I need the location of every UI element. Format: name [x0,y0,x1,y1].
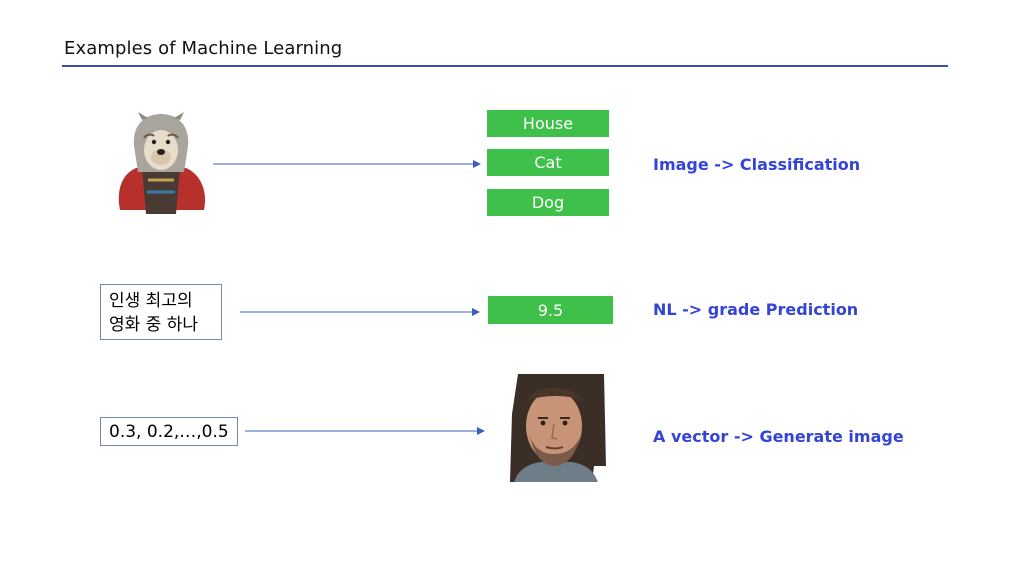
label-house: House [487,110,609,137]
review-text-box: 인생 최고의 영화 중 하나 [100,284,222,340]
caption-grade: NL -> grade Prediction [653,300,859,319]
review-line-2: 영화 중 하나 [109,315,199,335]
caption-generation: A vector -> Generate image [653,427,904,446]
grade-output: 9.5 [488,296,613,324]
title-underline [62,65,948,67]
review-line-1: 인생 최고의 [109,291,193,311]
face-photo-icon [508,374,606,482]
vector-input-box: 0.3, 0.2,…,0.5 [100,417,238,446]
label-cat: Cat [487,149,609,176]
caption-classification: Image -> Classification [653,155,861,174]
label-dog: Dog [487,189,609,216]
slide-title: Examples of Machine Learning [64,38,343,59]
dog-photo-icon [112,110,210,218]
